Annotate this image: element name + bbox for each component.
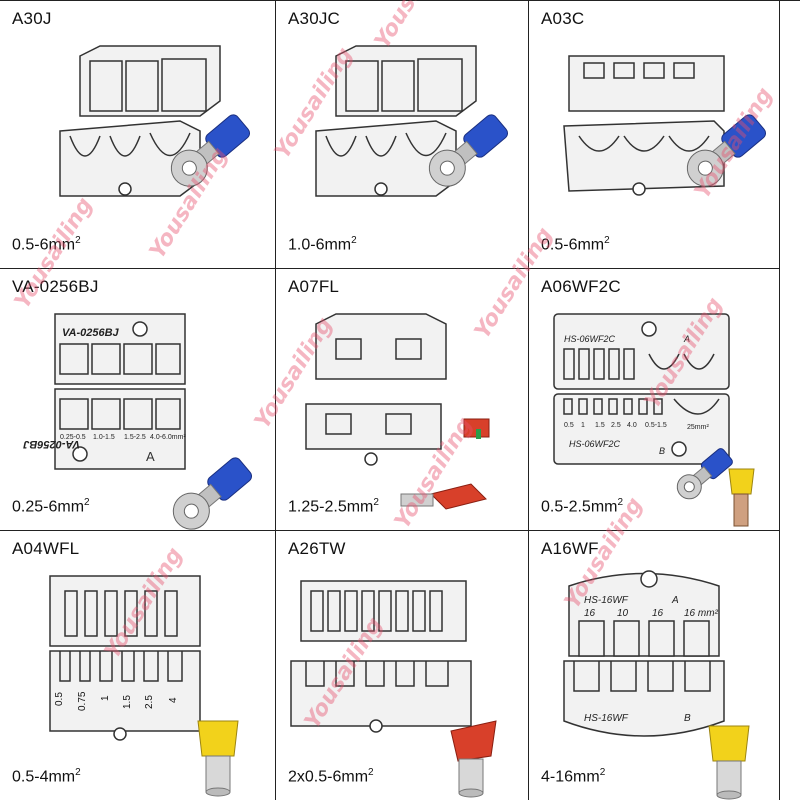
terminal-ring-blue-icon: [686, 114, 767, 187]
range-label: 2x0.5-6mm2: [288, 766, 374, 785]
die-label: 1.0-1.5: [93, 434, 115, 441]
die-label: 1.5: [595, 422, 605, 429]
terminal-ferrule-yellow-icon: [708, 725, 750, 800]
model-label: A26TW: [288, 539, 346, 558]
model-label: A30J: [12, 9, 52, 28]
terminal-ring-blue-icon: [170, 114, 251, 187]
model-label: A16WF: [541, 539, 599, 558]
terminal-ferrule-yellow-icon: [197, 720, 239, 797]
die-illustration: HS-06WF2C A 0.5 1 1.5 2.5 4.0 0.5-1.5 25…: [553, 313, 730, 465]
die-label: 10: [617, 608, 629, 619]
die-illustration: [563, 55, 725, 196]
die-illustration: [59, 45, 221, 197]
die-label: 1: [100, 695, 111, 701]
die-label: 0.25-0.5: [60, 434, 86, 441]
die-label: 2.5: [611, 422, 621, 429]
die-label: 25mm²: [687, 424, 709, 431]
range-label: 0.5-6mm2: [12, 234, 81, 253]
die-label: 16 mm²: [684, 608, 719, 619]
model-label: A06WF2C: [541, 277, 621, 296]
die-label: VA-0256BJ: [22, 438, 80, 450]
range-label: 0.5-2.5mm2: [541, 496, 624, 515]
die-label: A: [683, 334, 690, 344]
die-label: A: [671, 595, 679, 606]
die-label: 1.5-2.5: [124, 434, 146, 441]
terminal-flag-red-icon: [400, 418, 490, 510]
die-label: 0.75: [77, 691, 88, 711]
model-label: A30JC: [288, 9, 341, 28]
die-label: B: [659, 446, 665, 456]
die-illustration: HS-16WF A 16 10 16 16 mm² HS-16WF B: [563, 570, 725, 737]
cell-a16wf: HS-16WF A 16 10 16 16 mm² HS-16WF B A16W…: [529, 531, 780, 800]
range-label: 0.5-6mm2: [541, 234, 610, 253]
cell-a04wfl: 0.5 0.75 1 1.5 2.5 4 A04WFL 0.5-4mm2: [0, 531, 276, 800]
cell-va-0256bj: VA-0256BJ VA-0256BJ 0.25-0.5 1.0-1.5 1.5…: [0, 269, 276, 531]
cell-a03c: A03C 0.5-6mm2: [529, 1, 780, 269]
range-label: 4-16mm2: [541, 766, 606, 785]
cell-a30j: A30J 0.5-6mm2: [0, 1, 276, 269]
cell-a30jc: A30JC 1.0-6mm2: [276, 1, 529, 269]
die-label: B: [684, 713, 691, 724]
die-label: 1: [581, 422, 585, 429]
die-label: 2.5: [144, 695, 155, 709]
die-illustration: [315, 45, 477, 197]
die-illustration: VA-0256BJ VA-0256BJ 0.25-0.5 1.0-1.5 1.5…: [22, 313, 186, 470]
die-label: 4.0: [627, 422, 637, 429]
terminal-ring-and-ferrule-icon: [676, 448, 755, 527]
model-label: A07FL: [288, 277, 340, 296]
die-illustration: [290, 580, 472, 733]
die-label: 0.5: [54, 692, 65, 706]
die-illustration: 0.5 0.75 1 1.5 2.5 4: [49, 575, 201, 741]
die-label: 0.5-1.5: [645, 422, 667, 429]
die-label: HS-16WF: [584, 713, 629, 724]
terminal-twin-ferrule-red-icon: [450, 720, 497, 798]
cell-a26tw: A26TW 2x0.5-6mm2: [276, 531, 529, 800]
cell-a06wf2c: HS-06WF2C A 0.5 1 1.5 2.5 4.0 0.5-1.5 25…: [529, 269, 780, 531]
die-label: VA-0256BJ: [62, 327, 120, 339]
range-label: 1.25-2.5mm2: [288, 496, 379, 515]
die-label: HS-06WF2C: [569, 439, 621, 449]
model-label: A04WFL: [12, 539, 80, 558]
model-label: A03C: [541, 9, 585, 28]
die-label: 4: [168, 697, 179, 703]
die-label: HS-06WF2C: [564, 334, 616, 344]
die-label: HS-16WF: [584, 595, 629, 606]
model-label: VA-0256BJ: [12, 277, 99, 296]
die-label: 16: [652, 608, 664, 619]
range-label: 0.25-6mm2: [12, 496, 90, 515]
die-label: 4.0-6.0mm²: [150, 434, 186, 441]
die-label: 1.5: [122, 695, 133, 709]
cell-a07fl: A07FL 1.25-2.5mm2: [276, 269, 529, 531]
die-label: 0.5: [564, 422, 574, 429]
die-illustration: [305, 313, 447, 466]
die-label: 16: [584, 608, 596, 619]
terminal-ring-blue-icon: [428, 114, 509, 187]
range-label: 1.0-6mm2: [288, 234, 357, 253]
range-label: 0.5-4mm2: [12, 766, 81, 785]
die-label: A: [146, 449, 155, 464]
terminal-ring-blue-icon: [172, 457, 253, 530]
